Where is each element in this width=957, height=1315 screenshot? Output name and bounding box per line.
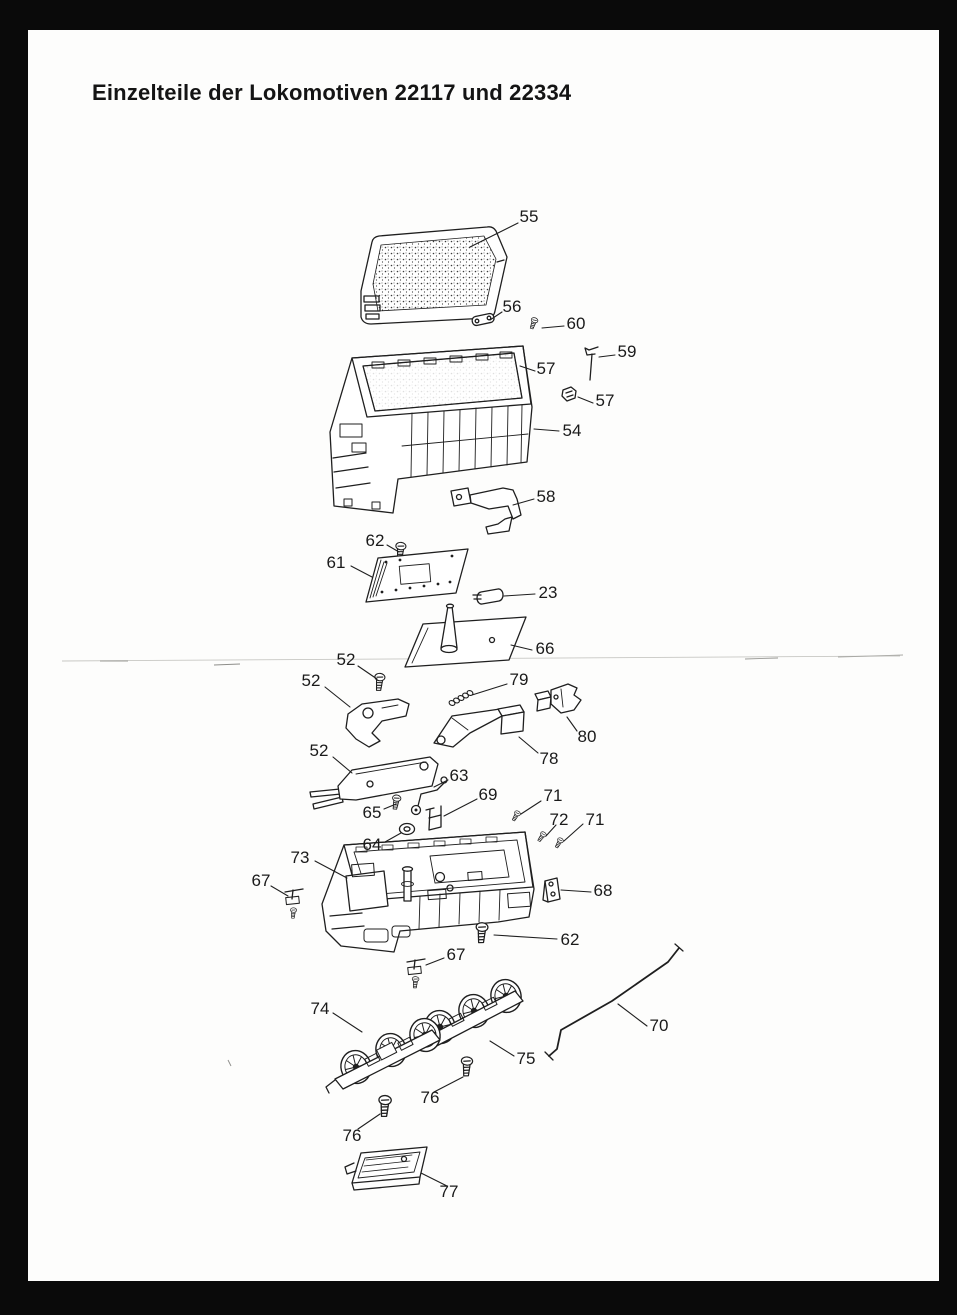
part-label-67: 67: [251, 871, 271, 890]
part-label-58: 58: [536, 487, 556, 506]
part-67-clip-left: [284, 888, 304, 919]
part-52-coupler-pocket: [345, 698, 410, 748]
part-72-pin: [535, 830, 548, 844]
part-23-choke: [472, 588, 504, 605]
part-label-65: 65: [362, 803, 382, 822]
page-title: Einzelteile der Lokomotiven 22117 und 22…: [92, 80, 572, 105]
part-61-circuit-board: [365, 548, 469, 603]
part-52-long-coupler-arm: [309, 756, 439, 810]
part-label-63: 63: [449, 766, 469, 785]
part-label-68: 68: [593, 881, 613, 900]
part-66-mounting-plate: [404, 603, 527, 668]
part-57-contact-clip-lower: [561, 386, 577, 402]
part-54-body-shell: [329, 345, 533, 514]
part-label-80: 80: [577, 727, 597, 746]
part-label-59: 59: [617, 342, 637, 361]
part-55-roof-grille-panel: [360, 226, 508, 325]
part-60-screw: [527, 316, 539, 331]
part-label-52: 52: [309, 741, 329, 760]
part-label-67: 67: [446, 945, 466, 964]
part-label-79: 79: [509, 670, 529, 689]
part-68-angle-bracket: [542, 877, 561, 903]
part-label-57: 57: [536, 359, 556, 378]
part-77-bottom-cover: [344, 1146, 428, 1191]
part-label-76: 76: [342, 1126, 362, 1145]
part-74-bogie-front: [325, 1014, 445, 1094]
part-58-coupling-bracket: [450, 487, 522, 535]
part-78-coupler-drawbar: [433, 704, 525, 748]
part-64-grommet: [398, 822, 416, 836]
part-label-57: 57: [595, 391, 615, 410]
part-label-74: 74: [310, 999, 330, 1018]
leader-lines: [270, 222, 648, 1187]
part-label-70: 70: [649, 1016, 669, 1035]
part-71-pin-left: [510, 809, 522, 823]
part-label-71: 71: [585, 810, 605, 829]
part-label-75: 75: [516, 1049, 536, 1068]
part-label-52: 52: [336, 650, 356, 669]
part-76-screw-upper: [459, 1055, 474, 1078]
part-label-61: 61: [326, 553, 346, 572]
part-label-64: 64: [362, 835, 382, 854]
part-label-69: 69: [478, 785, 498, 804]
part-59-wire-spring: [584, 346, 599, 381]
part-label-73: 73: [290, 848, 310, 867]
part-62-screw-lower: [474, 921, 489, 944]
part-56-link-plate: [471, 312, 495, 327]
part-65-screw: [390, 793, 402, 811]
part-79-coil-spring: [448, 690, 474, 706]
part-label-56: 56: [502, 297, 522, 316]
part-label-23: 23: [538, 583, 558, 602]
part-label-72: 72: [549, 810, 569, 829]
part-73-chassis-frame: [321, 831, 535, 953]
part-label-60: 60: [566, 314, 586, 333]
part-label-66: 66: [535, 639, 555, 658]
part-69-channel-bracket: [425, 805, 442, 831]
part-80-coupler-head: [534, 683, 582, 714]
part-label-77: 77: [439, 1182, 459, 1201]
part-67-clip-lower: [406, 958, 426, 989]
part-label-62: 62: [365, 531, 385, 550]
part-70-handrail-wire: [544, 943, 684, 1061]
part-label-55: 55: [519, 207, 539, 226]
part-label-78: 78: [539, 749, 559, 768]
part-label-76: 76: [420, 1088, 440, 1107]
part-71-pin-right: [553, 836, 565, 850]
part-label-62: 62: [560, 930, 580, 949]
part-label-71: 71: [543, 786, 563, 805]
part-52-screw: [372, 672, 386, 692]
part-label-54: 54: [562, 421, 582, 440]
part-label-52: 52: [301, 671, 321, 690]
